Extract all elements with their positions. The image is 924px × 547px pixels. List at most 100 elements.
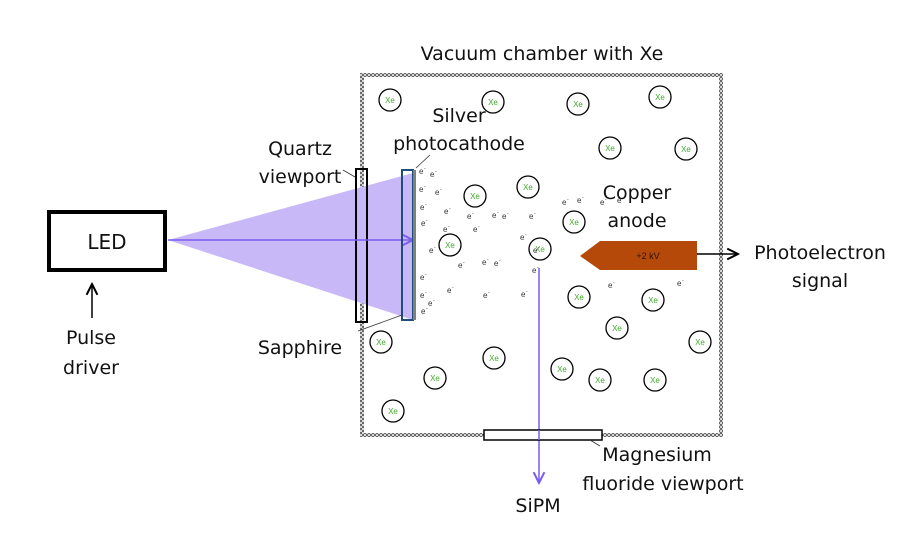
electron-label: e [443,225,448,234]
electron-label: e [447,286,452,295]
xe-atom: Xe [674,137,698,161]
anode-voltage-label: +2 kV [636,251,659,261]
electron-charge: - [424,166,426,172]
electron: e- [677,278,684,288]
xe-atom-label: Xe [488,98,498,107]
pulse-driver-label-line2: driver [63,357,119,379]
xe-atom: Xe [528,237,552,261]
electron: e- [529,211,536,221]
xe-atom-label: Xe [650,376,660,385]
electron-label: e [521,290,526,299]
quartz-viewport[interactable] [355,168,368,323]
electron-label: e [428,299,433,308]
led-box[interactable] [47,210,167,272]
xe-atom-label: Xe [535,245,545,254]
electron-charge: - [497,210,499,216]
xe-atom: Xe [516,175,540,199]
electron-label: e [529,212,534,221]
electron-label: e [617,196,622,205]
xe-atom-label: Xe [385,96,395,105]
mgf-viewport-label-line2: fluoride viewport [582,473,743,495]
magnesium-fluoride-viewport[interactable] [483,429,603,441]
electron-label: e [520,233,525,242]
electron-label: e [419,185,424,194]
electron: e- [608,280,615,290]
mgf-viewport-label-line1: Magnesium [602,444,712,466]
xe-atom-label: Xe [648,296,658,305]
xe-atom-label: Xe [655,93,665,102]
electron-charge: - [613,280,615,286]
electron-charge: - [440,187,442,193]
sapphire-label: Sapphire [258,337,342,359]
electron-charge: - [463,260,465,266]
xe-atom-circle [598,136,622,160]
xe-atom-circle [423,366,447,390]
electron-charge: - [472,211,474,217]
silver-photocathode[interactable] [413,170,416,320]
xe-atom-label: Xe [695,338,705,347]
electron-charge: - [425,272,427,278]
xe-atom-circle [463,184,487,208]
photoelectron-signal-label-line2: signal [792,270,848,292]
xe-atom: Xe [482,346,506,370]
electron-label: e [420,291,425,300]
xe-atom: Xe [378,88,402,112]
electron-label: e [467,212,472,221]
xe-atom-circle [648,85,672,109]
electron-charge: - [534,211,536,217]
xe-atom-circle [438,233,462,257]
light-cone [168,173,413,320]
copper-anode[interactable] [580,241,697,270]
electron: e- [600,197,607,207]
electron: e- [502,211,509,221]
electron: e- [420,290,427,300]
xe-atom-circle [562,210,586,234]
electron: e- [467,211,474,221]
xe-atom: Xe [641,288,665,312]
electron-charge: - [425,202,427,208]
xe-atom-circle [516,175,540,199]
electron-label: e [600,198,605,207]
electron: e- [617,195,624,205]
xe-atom-label: Xe [376,338,386,347]
xe-atom-circle [528,237,552,261]
electron-charge: - [425,290,427,296]
electron-charge: - [424,184,426,190]
photoelectron-signal-label-line1: Photoelectron [754,242,886,264]
electron-label: e [421,219,426,228]
xe-atom: Xe [481,90,505,114]
xe-atom: Xe [550,357,574,381]
pulse-driver-label-line1: Pulse [66,327,116,349]
xe-atom-label: Xe [489,354,499,363]
electron-label: e [420,203,425,212]
electron: e- [444,206,451,216]
xe-atom-label: Xe [612,324,622,333]
electron: e- [473,224,480,234]
photocathode-leader-line [415,154,431,169]
xe-atom-circle [643,368,667,392]
sapphire-leader-line [357,314,403,332]
electron-label: e [444,207,449,216]
electron-charge: - [487,257,489,263]
electron-charge: - [537,265,539,271]
xe-atom: Xe [381,399,405,423]
electron: e- [494,258,501,268]
silver-photocathode-label-line1: Silver [432,105,486,127]
electron-label: e [473,225,478,234]
xe-atom-label: Xe [445,241,455,250]
electron: e- [533,245,540,255]
electron-charge: - [682,278,684,284]
xe-atom-circle [369,330,393,354]
xe-atom: Xe [588,368,612,392]
electron-label: e [420,273,425,282]
electron: e- [443,224,450,234]
xe-atom-circle [550,357,574,381]
electron: e- [482,257,489,267]
electron: e- [492,210,499,220]
electron: e- [430,169,437,179]
xe-atom-circle [567,285,591,309]
xe-atom-label: Xe [470,192,480,201]
electron: e- [421,306,428,316]
electron-charge: - [478,224,480,230]
